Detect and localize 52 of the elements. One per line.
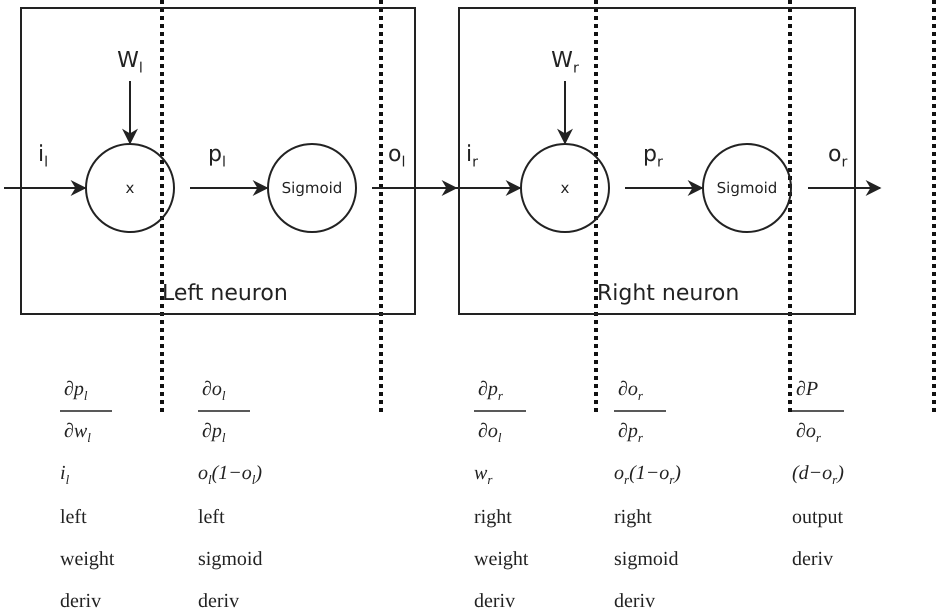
fraction-term: ∂o$_{l}$ xyxy=(202,378,226,404)
edge-label: o$_{l}$ xyxy=(388,142,406,170)
fraction-term: ∂P xyxy=(796,378,818,401)
arrow xyxy=(190,180,269,196)
arrow xyxy=(625,180,704,196)
caption-text: sigmoid xyxy=(614,548,678,571)
formula: (d−o$_{r}$) xyxy=(792,462,844,488)
operation-circle: Sigmoid xyxy=(267,143,357,233)
caption-text: left xyxy=(60,506,87,529)
caption-text: deriv xyxy=(792,548,834,571)
fraction-term: ∂p$_{l}$ xyxy=(202,420,226,446)
formula: i$_{l}$ xyxy=(60,462,70,488)
caption-text: deriv xyxy=(60,590,102,613)
caption-text: left xyxy=(198,506,225,529)
fraction-term: ∂w$_{l}$ xyxy=(64,420,91,446)
fraction-term: ∂o$_{r}$ xyxy=(796,420,821,446)
caption-text: deriv xyxy=(474,590,516,613)
neuron-title: Right neuron xyxy=(597,281,740,306)
operation-circle: x xyxy=(520,143,610,233)
neuron-box xyxy=(458,7,856,315)
edge-label: p$_{r}$ xyxy=(643,142,663,170)
edge-label: o$_{r}$ xyxy=(828,142,848,170)
weight-label: W$_{l}$ xyxy=(110,45,150,77)
caption-text: right xyxy=(614,506,652,529)
caption-text: weight xyxy=(60,548,114,571)
fraction-term: ∂p$_{l}$ xyxy=(64,378,88,404)
caption-text: right xyxy=(474,506,512,529)
caption-text: output xyxy=(792,506,844,529)
caption-text: deriv xyxy=(198,590,240,613)
caption-text: sigmoid xyxy=(198,548,262,571)
formula: w$_{r}$ xyxy=(474,462,492,488)
edge-label: p$_{l}$ xyxy=(208,142,226,170)
neuron-box xyxy=(20,7,416,315)
weight-label: W$_{r}$ xyxy=(545,45,585,77)
formula: o$_{r}$(1−o$_{r}$) xyxy=(614,462,681,488)
fraction-term: ∂o$_{l}$ xyxy=(478,420,502,446)
neuron-title: Left neuron xyxy=(162,281,288,306)
fraction-term: ∂o$_{r}$ xyxy=(618,378,643,404)
operation-circle: Sigmoid xyxy=(702,143,792,233)
caption-text: weight xyxy=(474,548,528,571)
fraction-term: ∂p$_{r}$ xyxy=(478,378,503,404)
edge-label: i$_{l}$ xyxy=(38,142,48,170)
arrow xyxy=(122,81,138,145)
formula: o$_{l}$(1−o$_{l}$) xyxy=(198,462,262,488)
arrow xyxy=(372,180,520,196)
arrow xyxy=(808,180,882,196)
arrow xyxy=(557,81,573,145)
signal-label: i$_{r}$ xyxy=(466,142,478,170)
caption-text: deriv xyxy=(614,590,656,613)
arrow xyxy=(4,180,87,196)
fraction-term: ∂p$_{r}$ xyxy=(618,420,643,446)
operation-circle: x xyxy=(85,143,175,233)
